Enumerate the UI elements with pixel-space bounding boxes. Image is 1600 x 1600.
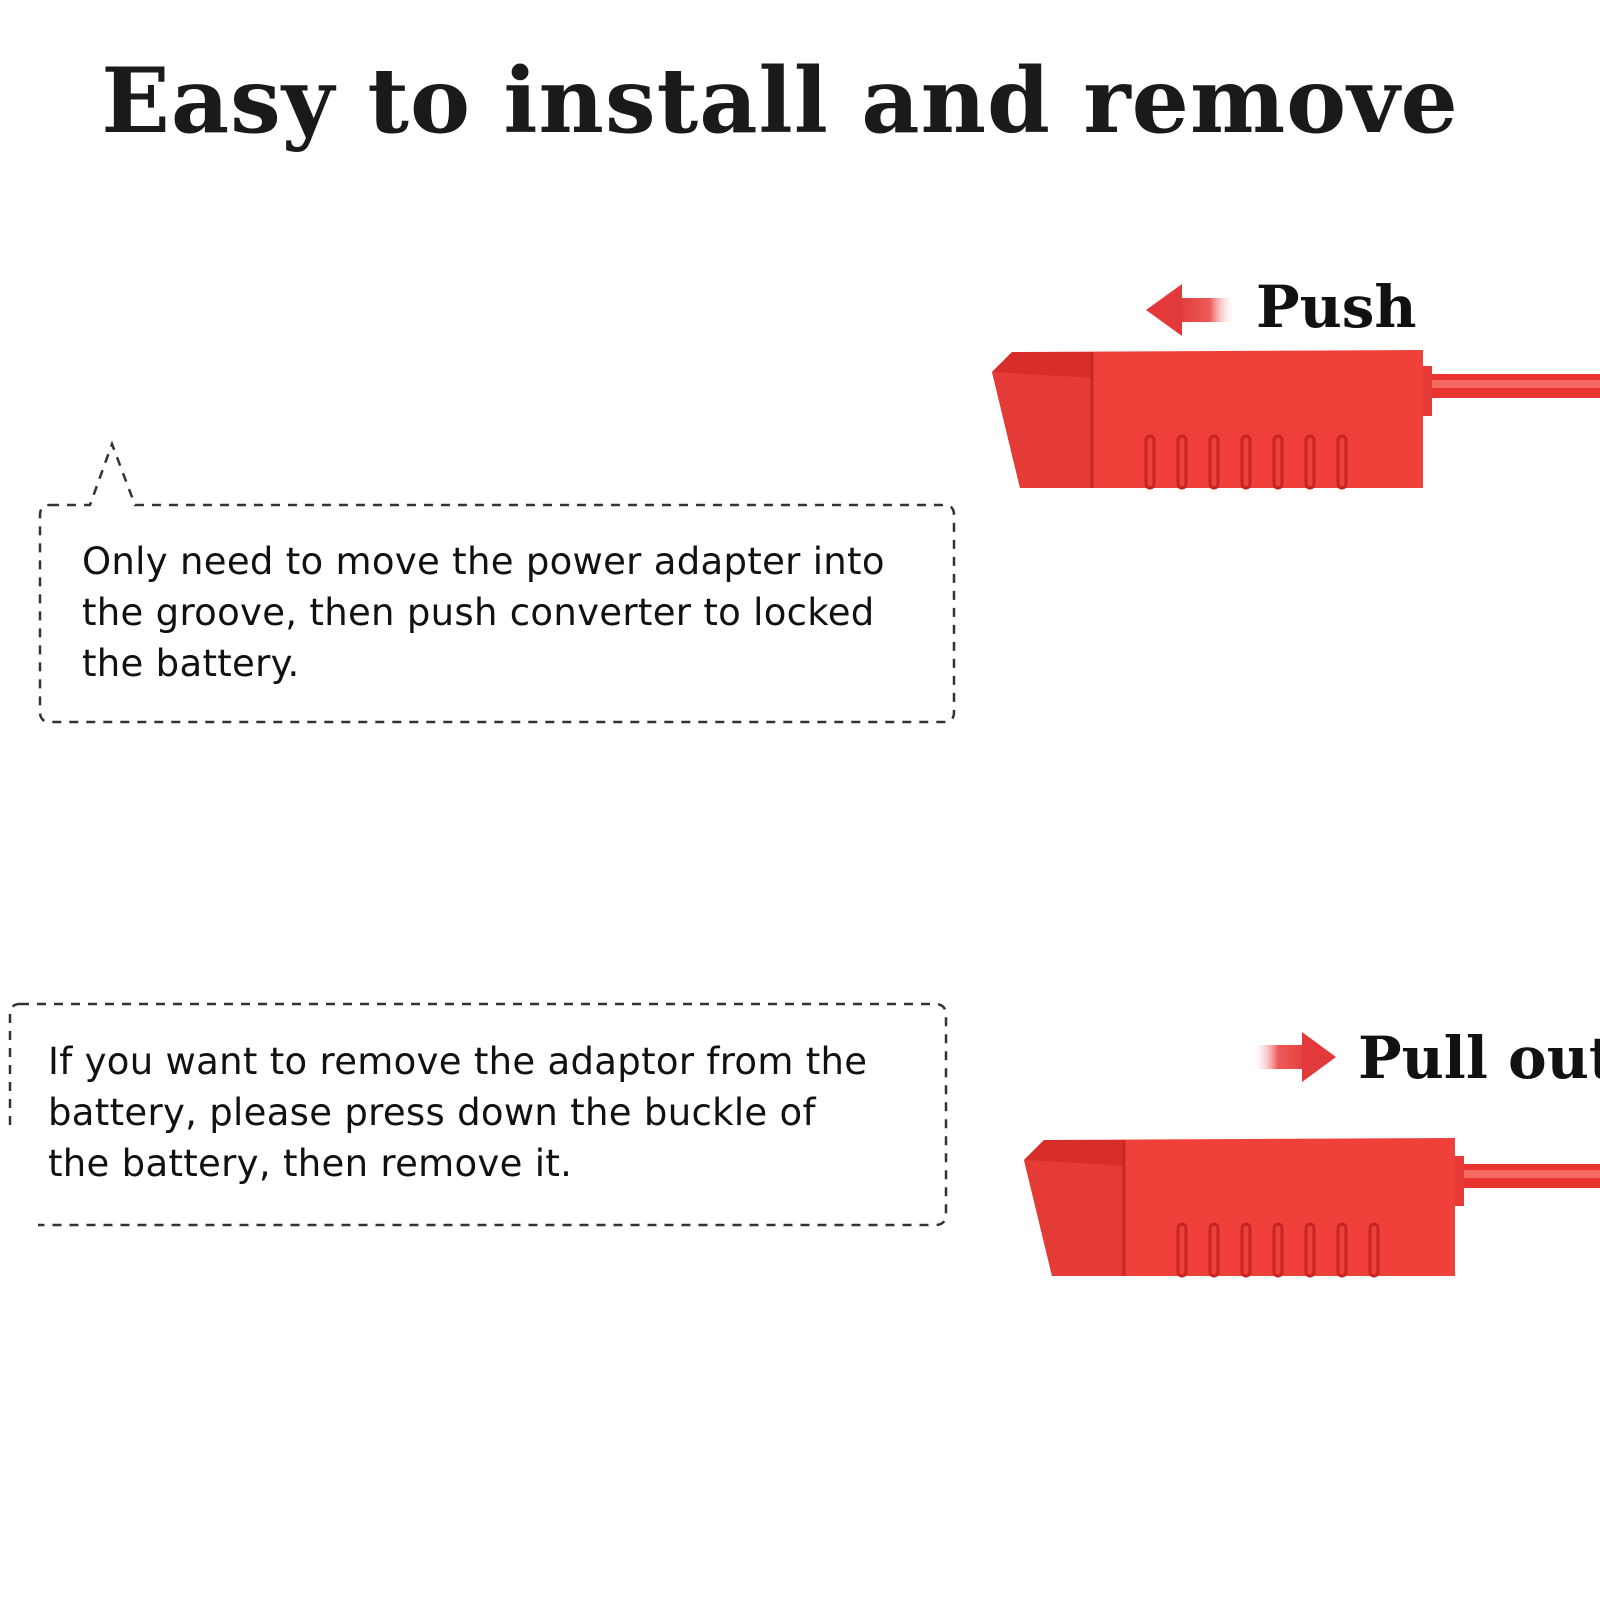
arrow-right-icon (1252, 1032, 1336, 1082)
arrow-left-icon (1146, 284, 1236, 336)
install-line: Only need to move the power adapter into (82, 540, 885, 583)
remove-instructions: If you want to remove the adaptor from t… (48, 1036, 928, 1189)
install-line: the groove, then push converter to locke… (82, 591, 875, 634)
install-callout-border (38, 440, 956, 724)
remove-line: the battery, then remove it. (48, 1142, 573, 1185)
install-instructions: Only need to move the power adapter into… (82, 536, 942, 689)
remove-callout-border (8, 1002, 948, 1227)
push-label: Push (1256, 273, 1417, 341)
vent-slots (1176, 1222, 1380, 1278)
install-line: the battery. (82, 642, 300, 685)
pull-out-label: Pull out (1358, 1024, 1600, 1092)
adapter-illustration-install (992, 350, 1600, 490)
page-title: Easy to install and remove (101, 48, 1459, 154)
adapter-illustration-remove (1024, 1138, 1600, 1278)
remove-line: battery, please press down the buckle of (48, 1091, 816, 1134)
remove-line: If you want to remove the adaptor from t… (48, 1040, 868, 1083)
vent-slots (1144, 434, 1348, 490)
